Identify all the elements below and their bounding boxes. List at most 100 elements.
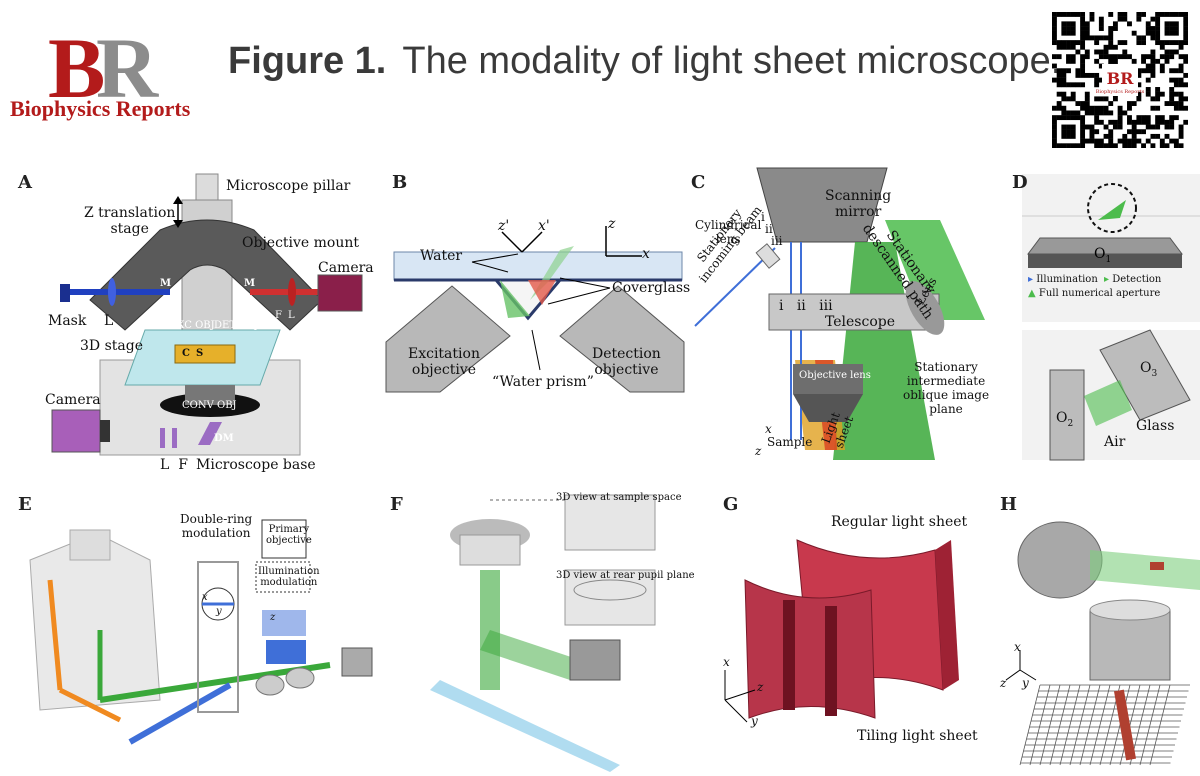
legend-full-na: ▲ Full numerical aperture	[1028, 288, 1161, 299]
label-3d-view-sample: 3D view at sample space	[556, 492, 682, 503]
label-regular-light-sheet: Regular light sheet	[831, 514, 968, 530]
panel-d-diagram	[1022, 174, 1200, 461]
journal-logo: B R Biophysics Reports	[10, 18, 200, 128]
panel-e-diagram	[29, 519, 373, 745]
label-3d-view-pupil: 3D view at rear pupil plane	[556, 570, 695, 581]
full-na-triangle-icon: ▲	[1028, 288, 1036, 299]
label-scanning-mirror: Scanning mirror	[825, 188, 892, 220]
label-e-z: z	[270, 612, 276, 623]
panel-a-letter: A	[18, 172, 32, 193]
logo-letter-r: R	[96, 20, 159, 116]
label-water-prism: “Water prism”	[492, 374, 594, 390]
label-e-y: y	[216, 606, 222, 617]
label-m-left: M	[160, 278, 172, 289]
label-water: Water	[420, 248, 463, 264]
label-microscope-base: Microscope base	[196, 457, 316, 473]
label-microscope-pillar: Microscope pillar	[226, 178, 351, 194]
panel-c: C Scanning mirror Cylindrical lens i ii …	[685, 160, 1000, 480]
label-excitation-objective: Excitation objective	[408, 346, 480, 378]
label-i: i	[761, 210, 765, 224]
label-illumination-modulation: Illumination modulation	[258, 566, 320, 588]
label-mask: Mask	[48, 313, 87, 329]
label-stationary-intermediate-plane: Stationary intermediate oblique image pl…	[903, 360, 990, 416]
panel-g-diagram	[724, 539, 959, 723]
label-c-x: x	[765, 422, 772, 436]
label-glass: Glass	[1136, 418, 1175, 434]
label-detection-objective: Detection objective	[592, 346, 661, 378]
panel-f-diagram	[430, 494, 656, 772]
panel-f: F 3D view at sample space 3D view at rea…	[380, 480, 695, 772]
label-telescope-roman: i ii iii	[779, 298, 833, 314]
label-3d-stage: 3D stage	[80, 338, 143, 354]
logo-text: Biophysics Reports	[10, 96, 191, 121]
panel-h-diagram	[1005, 521, 1200, 766]
panel-g: G Regular light sheet Tiling light sheet…	[685, 480, 1000, 772]
label-exc-obj: EXC OBJ	[170, 320, 215, 331]
panel-c-diagram	[694, 167, 985, 460]
label-c-z: z	[755, 444, 762, 458]
label-objective-lens: Objective lens	[799, 370, 871, 381]
illumination-arrow-icon: ▸	[1028, 274, 1034, 285]
qr-logo-text: BR	[1107, 69, 1135, 88]
label-objective-mount: Objective mount	[242, 235, 360, 251]
label-s: S	[196, 348, 204, 359]
detection-arrow-icon: ▸	[1104, 274, 1110, 285]
label-e-x: x	[202, 592, 208, 603]
figure-label: Figure 1.	[228, 40, 387, 82]
label-x-prime: x'	[538, 218, 550, 234]
label-primary-objective: Primary objective	[266, 524, 312, 546]
panel-a-diagram	[51, 173, 363, 456]
label-o1: O1	[1094, 246, 1112, 265]
panel-e: E Double-ring modulation Primary objecti…	[0, 480, 380, 772]
label-x: x	[642, 246, 650, 262]
panel-h-letter: H	[1000, 494, 1018, 515]
panel-b: B Water Coverglass Excitation objective …	[380, 160, 690, 480]
label-det-obj: DET OBJ	[214, 320, 259, 331]
label-g-z: z	[757, 680, 764, 694]
label-camera-left: Camera	[45, 392, 101, 408]
panel-d: D O1 ▸ Illumination ▸ Detection ▲ Full n…	[1000, 160, 1200, 480]
figure-title: Figure 1.The modality of light sheet mic…	[228, 40, 1061, 83]
label-l-f: L F	[160, 457, 188, 473]
panel-g-letter: G	[723, 494, 739, 515]
label-o2: O2	[1056, 410, 1074, 429]
label-g-x: x	[723, 655, 730, 669]
label-cylindrical-lens: Cylindrical lens	[695, 218, 762, 246]
panel-d-letter: D	[1012, 172, 1028, 193]
label-h-x: x	[1014, 640, 1021, 654]
legend-detection: ▸ Detection	[1104, 274, 1162, 285]
label-air: Air	[1104, 434, 1126, 450]
label-l: L	[104, 313, 114, 329]
label-g-y: y	[751, 714, 758, 728]
label-double-ring-modulation: Double-ring modulation	[180, 512, 253, 540]
label-h-y: y	[1022, 676, 1029, 690]
label-coverglass: Coverglass	[612, 280, 691, 296]
label-h-z: z	[1000, 676, 1007, 690]
label-c: C	[182, 348, 190, 359]
logo-letter-b: B	[48, 20, 105, 116]
panel-b-diagram	[385, 226, 685, 393]
label-telescope: Telescope	[825, 314, 895, 330]
panel-c-letter: C	[691, 172, 706, 193]
legend-illumination: ▸ Illumination	[1028, 274, 1098, 285]
label-iii: iii	[771, 234, 783, 248]
panel-a: A Microscope pillar Z translation stage …	[0, 160, 380, 480]
label-conv-obj: CONV OBJ	[182, 400, 237, 411]
label-o3: O3	[1140, 360, 1158, 379]
label-z-prime: z'	[498, 218, 510, 234]
label-ii: ii	[765, 222, 773, 236]
label-z: z	[608, 216, 616, 232]
panel-e-letter: E	[18, 494, 32, 515]
panel-h: H x y z	[1000, 480, 1200, 772]
label-l-right: L	[288, 310, 295, 321]
label-camera-top: Camera	[318, 260, 374, 276]
label-tiling-light-sheet: Tiling light sheet	[857, 728, 978, 744]
label-f: F	[275, 310, 282, 321]
label-m-right: M	[244, 278, 256, 289]
qr-caption-text: Biophysics Reports	[1096, 89, 1145, 95]
label-z-translation-stage: Z translation stage	[84, 205, 176, 237]
panel-b-letter: B	[392, 172, 408, 193]
panel-f-letter: F	[390, 494, 403, 515]
